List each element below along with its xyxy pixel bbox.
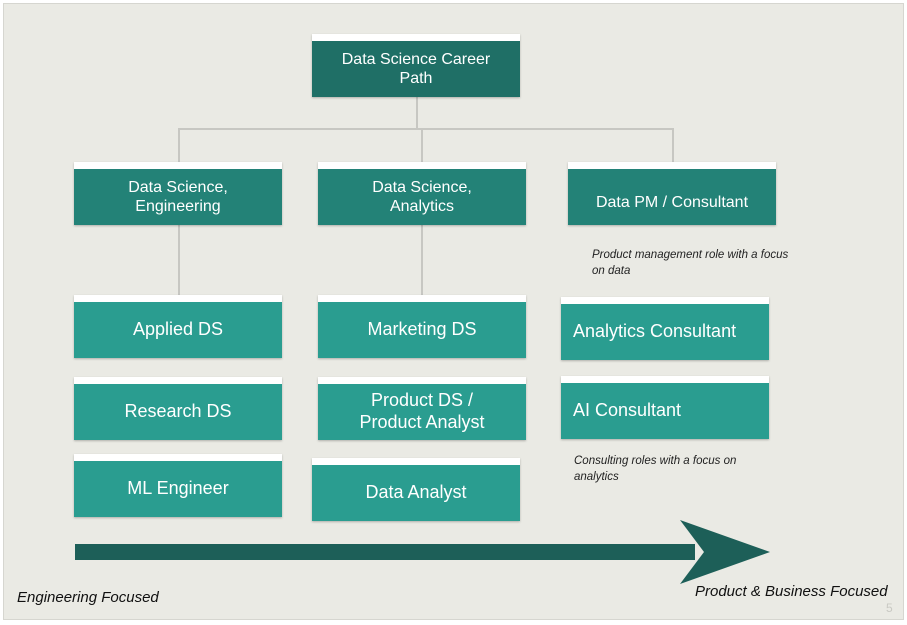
root-node-label: Data Science Career Path	[341, 50, 491, 87]
header-analytics: Data Science, Analytics	[318, 162, 526, 225]
connector-col3-vertical	[672, 128, 674, 164]
role-marketing-ds: Marketing DS	[318, 295, 526, 358]
role-marketing-ds-label: Marketing DS	[367, 319, 477, 340]
header-analytics-label: Data Science, Analytics	[372, 178, 472, 215]
role-product-ds: Product DS / Product Analyst	[318, 377, 526, 440]
page-number: 5	[886, 601, 893, 615]
header-pm-consultant-label: Data PM / Consultant	[595, 194, 749, 212]
role-ml-engineer-label: ML Engineer	[127, 478, 229, 499]
root-node: Data Science Career Path	[312, 34, 520, 97]
connector-root-vertical	[416, 96, 418, 129]
connector-col2-down	[421, 224, 423, 296]
note-consulting: Consulting roles with a focus on analyti…	[574, 454, 804, 485]
role-ai-consultant-label: AI Consultant	[573, 400, 682, 421]
role-applied-ds-label: Applied DS	[132, 319, 224, 340]
engineering-focused-label: Engineering Focused	[17, 589, 159, 606]
note-pm-text: Product management role with a focus on …	[592, 249, 789, 277]
role-analytics-consultant: Analytics Consultant	[561, 297, 769, 360]
product-business-focused-label: Product & Business Focused	[695, 583, 888, 600]
connector-col1-down	[178, 224, 180, 296]
note-consulting-text: Consulting roles with a focus on analyti…	[574, 455, 737, 483]
role-ai-consultant: AI Consultant	[561, 376, 769, 439]
header-pm-consultant: Data PM / Consultant	[568, 162, 776, 225]
role-data-analyst: Data Analyst	[312, 458, 520, 521]
role-ml-engineer: ML Engineer	[74, 454, 282, 517]
connector-col1-vertical	[178, 128, 180, 164]
role-analytics-consultant-label: Analytics Consultant	[573, 321, 737, 342]
connector-horizontal	[178, 128, 674, 130]
role-data-analyst-label: Data Analyst	[365, 482, 467, 503]
role-product-ds-label: Product DS / Product Analyst	[359, 390, 485, 432]
header-engineering-label: Data Science, Engineering	[128, 178, 228, 215]
role-research-ds-label: Research DS	[124, 401, 232, 422]
note-pm: Product management role with a focus on …	[592, 248, 822, 279]
connector-col2-vertical	[421, 128, 423, 164]
role-research-ds: Research DS	[74, 377, 282, 440]
header-engineering: Data Science, Engineering	[74, 162, 282, 225]
role-applied-ds: Applied DS	[74, 295, 282, 358]
